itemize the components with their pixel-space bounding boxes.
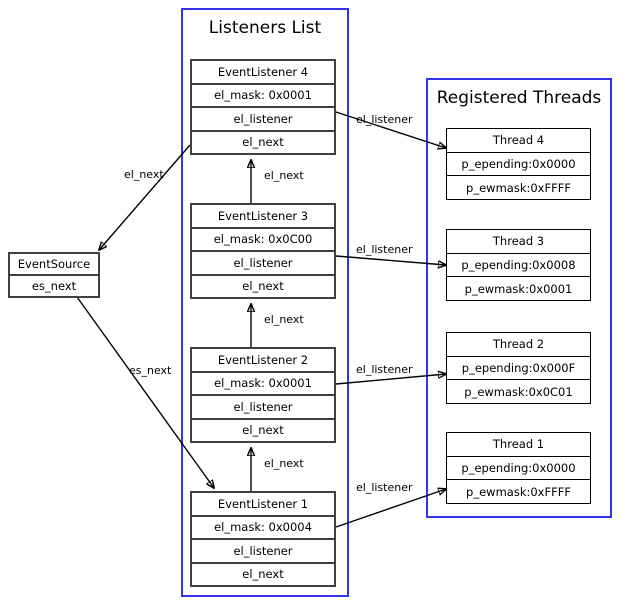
event-listener-2-mask: el_mask: 0x0001 (192, 370, 334, 394)
node-event-listener-4[interactable]: EventListener 4 el_mask: 0x0001 el_liste… (190, 59, 336, 155)
event-source-field-es-next: es_next (10, 274, 98, 296)
event-listener-3-listener: el_listener (192, 250, 334, 274)
event-listener-1-next: el_next (192, 561, 334, 585)
listeners-list-title: Listeners List (208, 18, 322, 38)
event-listener-4-mask: el_mask: 0x0001 (192, 82, 334, 106)
event-listener-4-next: el_next (192, 129, 334, 153)
thread-3-title: Thread 3 (447, 230, 590, 253)
node-event-listener-3[interactable]: EventListener 3 el_mask: 0x0C00 el_liste… (190, 203, 336, 299)
thread-1-epending: p_epending:0x0000 (447, 455, 590, 480)
edge-label-el1-to-el2: el_next (264, 457, 304, 470)
thread-1-title: Thread 1 (447, 433, 590, 456)
thread-2-title: Thread 2 (447, 333, 590, 356)
registered-threads-panel (426, 78, 612, 518)
edge-label-el4-to-eventsource: el_next (124, 168, 164, 181)
thread-4-ewmask: p_ewmask:0xFFFF (447, 175, 590, 200)
event-listener-3-mask: el_mask: 0x0C00 (192, 226, 334, 250)
event-listener-3-next: el_next (192, 273, 334, 297)
thread-2-ewmask: p_ewmask:0x0C01 (447, 379, 590, 404)
event-listener-4-title: EventListener 4 (192, 61, 334, 83)
event-source-title: EventSource (10, 254, 98, 274)
thread-1-ewmask: p_ewmask:0xFFFF (447, 479, 590, 504)
thread-2-epending: p_epending:0x000F (447, 355, 590, 380)
event-listener-1-listener: el_listener (192, 538, 334, 562)
node-event-listener-2[interactable]: EventListener 2 el_mask: 0x0001 el_liste… (190, 347, 336, 443)
node-event-listener-1[interactable]: EventListener 1 el_mask: 0x0004 el_liste… (190, 491, 336, 587)
event-listener-3-title: EventListener 3 (192, 205, 334, 227)
node-thread-2[interactable]: Thread 2 p_epending:0x000F p_ewmask:0x0C… (446, 332, 591, 404)
node-event-source[interactable]: EventSource es_next (8, 252, 100, 298)
event-listener-1-mask: el_mask: 0x0004 (192, 514, 334, 538)
event-listener-2-next: el_next (192, 417, 334, 441)
node-thread-3[interactable]: Thread 3 p_epending:0x0008 p_ewmask:0x00… (446, 229, 591, 301)
thread-3-epending: p_epending:0x0008 (447, 252, 590, 277)
thread-3-ewmask: p_ewmask:0x0001 (447, 276, 590, 301)
edge-el4-to-eventsource (99, 144, 191, 250)
node-thread-4[interactable]: Thread 4 p_epending:0x0000 p_ewmask:0xFF… (446, 128, 591, 200)
edge-label-el4-to-thread4: el_listener (356, 113, 413, 126)
edge-label-el3-to-thread3: el_listener (356, 243, 413, 256)
thread-4-epending: p_epending:0x0000 (447, 151, 590, 176)
edge-label-el1-to-thread1: el_listener (356, 481, 413, 494)
registered-threads-title: Registered Threads (436, 88, 602, 108)
thread-4-title: Thread 4 (447, 129, 590, 152)
event-listener-1-title: EventListener 1 (192, 493, 334, 515)
event-listener-2-listener: el_listener (192, 394, 334, 418)
edge-label-el3-to-el4: el_next (264, 169, 304, 182)
event-listener-2-title: EventListener 2 (192, 349, 334, 371)
event-listener-4-listener: el_listener (192, 106, 334, 130)
edge-label-eventsource-to-el1: es_next (129, 364, 172, 377)
edge-label-el2-to-thread2: el_listener (356, 363, 413, 376)
edge-label-el2-to-el3: el_next (264, 313, 304, 326)
node-thread-1[interactable]: Thread 1 p_epending:0x0000 p_ewmask:0xFF… (446, 432, 591, 504)
